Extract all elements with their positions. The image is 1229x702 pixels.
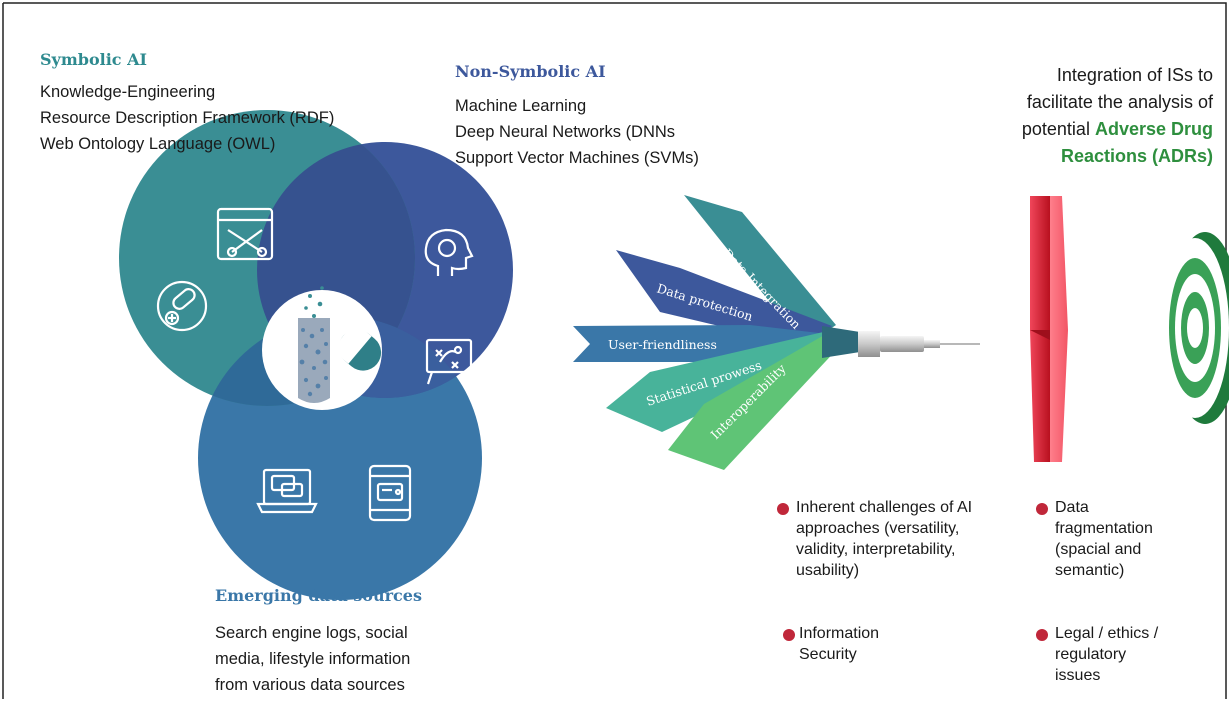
- goal-line: Integration of ISs to: [1056, 65, 1213, 85]
- ribbon-statistical-prowess: [606, 330, 836, 432]
- ribbon-interoperability: [668, 334, 840, 470]
- syringe-icon: [858, 331, 980, 357]
- head-brain-icon: [424, 228, 474, 276]
- symbolic-ai-item: Knowledge-Engineering: [40, 83, 216, 101]
- goal-highlight: Reactions (ADRs): [1060, 146, 1213, 166]
- ribbon-data-integration: [684, 195, 836, 346]
- red-barrier-shape: [1030, 196, 1068, 462]
- bullet-dot: [1036, 629, 1048, 641]
- bullet-dot: [1036, 503, 1048, 515]
- non-symbolic-ai-list: Machine Learning Deep Neural Networks (D…: [455, 93, 699, 171]
- challenge-information-security: Information Security: [799, 625, 880, 663]
- symbolic-ai-list: Knowledge-Engineering Resource Descripti…: [40, 79, 334, 157]
- strategy-board-icon: [425, 338, 473, 385]
- goal-line: potential Adverse Drug: [1022, 116, 1213, 143]
- goal-line: facilitate the analysis of: [1026, 92, 1213, 112]
- challenge-legal-ethics: Legal / ethics / regulatory issues: [1055, 625, 1159, 684]
- challenge-data-fragmentation: Data fragmentation (spacial and semantic…: [1055, 499, 1153, 579]
- ribbon-fan: [573, 195, 860, 470]
- bullet-dot: [783, 629, 795, 641]
- goal-highlight: Adverse Drug: [1094, 119, 1213, 139]
- ribbon-data-protection: [616, 250, 832, 348]
- bullet-dot: [777, 503, 789, 515]
- emerging-data-line: from various data sources: [215, 676, 405, 694]
- medicine-icon: [156, 280, 208, 332]
- goal-statement: Integration of ISs to facilitate the ana…: [1022, 62, 1213, 170]
- emerging-data-heading: Emerging data sources: [215, 586, 422, 605]
- mobile-chat-icon: [368, 464, 412, 522]
- challenge-ai-approaches: Inherent challenges of AI approaches (ve…: [796, 499, 973, 579]
- goal-line-prefix: potential: [1021, 119, 1095, 139]
- target-icon: [1161, 232, 1229, 424]
- symbolic-ai-heading: Symbolic AI: [40, 50, 148, 69]
- symbolic-ai-item: Web Ontology Language (OWL): [40, 135, 276, 153]
- laptop-chat-icon: [256, 468, 318, 514]
- non-symbolic-ai-item: Support Vector Machines (SVMs): [455, 149, 699, 167]
- tools-window-icon: [216, 207, 274, 261]
- non-symbolic-ai-item: Machine Learning: [455, 97, 587, 115]
- symbolic-ai-item: Resource Description Framework (RDF): [40, 109, 335, 127]
- non-symbolic-ai-heading: Non-Symbolic AI: [455, 62, 606, 81]
- pill-icon: [262, 286, 382, 410]
- non-symbolic-ai-item: Deep Neural Networks (DNNs: [455, 123, 676, 141]
- emerging-data-list: Search engine logs, social media, lifest…: [215, 620, 410, 698]
- figure-frame-top: [3, 2, 1227, 699]
- emerging-data-line: Search engine logs, social: [215, 624, 408, 642]
- emerging-data-line: media, lifestyle information: [215, 650, 411, 668]
- ribbon-label-user-friendliness: User-friendliness: [608, 337, 717, 352]
